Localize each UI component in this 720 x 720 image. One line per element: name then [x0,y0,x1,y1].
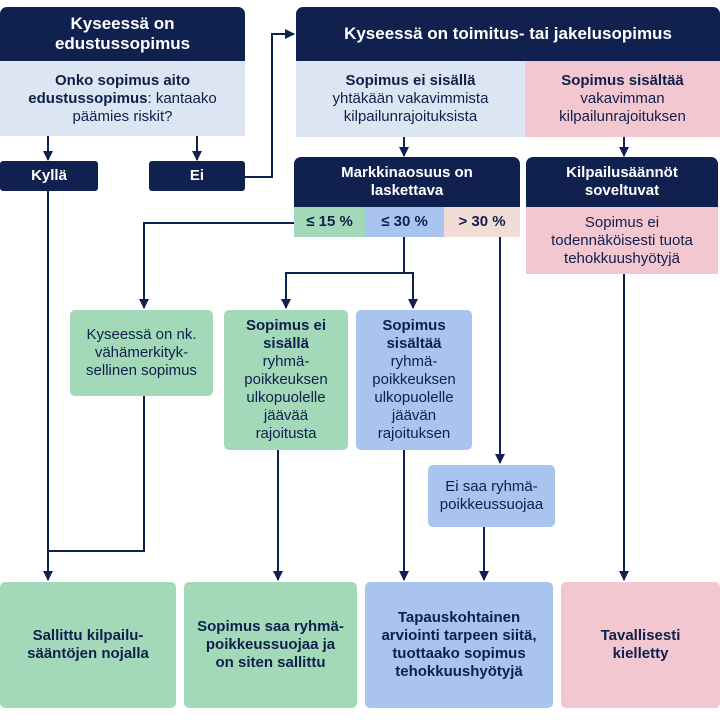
arrow-le15-to-deminimis [139,222,297,309]
excluded-rest: ryhmä-poikkeuksen ulkopuolelle jäävän ra… [372,353,456,442]
market-share-header: Markkinaosuus on laskettava [294,157,520,207]
hardcore-bold: Sopimus sisältää [561,72,684,89]
market-share-le30: ≤ 30 % [365,207,444,237]
outcome-exempted: Sopimus saa ryhmä-poikkeussuojaa ja on s… [184,582,357,708]
answer-yes: Kyllä [0,161,98,191]
arrow-le30-split [281,237,405,309]
agency-question-rest: : kantaako päämies riskit? [72,89,217,125]
no-block-exemption-box: Ei saa ryhmä-poikkeussuojaa [428,465,555,527]
outcome-prohibited: Tavallisesti kielletty [561,582,720,708]
arrow-deminimis-to-allowed [48,396,145,552]
no-hardcore-rest: yhtäkään vakavimmista kilpailunrajoituks… [332,90,489,125]
no-hardcore-bold: Sopimus ei sisällä [345,72,476,89]
agency-question-bold: Onko sopimus aito edustussopimus [28,71,190,107]
market-share-gt30: > 30 % [444,207,520,237]
arrow-no-to-supply [245,29,295,178]
outcome-allowed: Sallittu kilpailu-sääntöjen nojalla [0,582,176,708]
agency-question: Onko sopimus aito edustussopimus: kantaa… [0,61,245,136]
no-excluded-bold: Sopimus ei sisällä [245,317,327,352]
outcome-case-by-case: Tapauskohtainen arviointi tarpeen siitä,… [365,582,553,708]
excluded-bold: Sopimus sisältää [382,317,446,352]
market-share-le15: ≤ 15 % [294,207,365,237]
competition-rules-header: Kilpailusäännöt soveltuvat [526,157,718,207]
hardcore-rest: vakavimman kilpailunrajoituksen [559,90,686,125]
de-minimis-box: Kyseessä on nk. vähämerkityk-sellinen so… [70,310,213,396]
supply-agreement-header: Kyseessä on toimitus- tai jakelusopimus [296,7,720,61]
agency-agreement-header: Kyseessä on edustussopimus [0,7,245,61]
competition-rules-text: Sopimus ei todennäköisesti tuota tehokku… [526,207,718,274]
no-excluded-rest: ryhmä-poikkeuksen ulkopuolelle jäävää ra… [244,353,328,442]
answer-no: Ei [149,161,245,191]
